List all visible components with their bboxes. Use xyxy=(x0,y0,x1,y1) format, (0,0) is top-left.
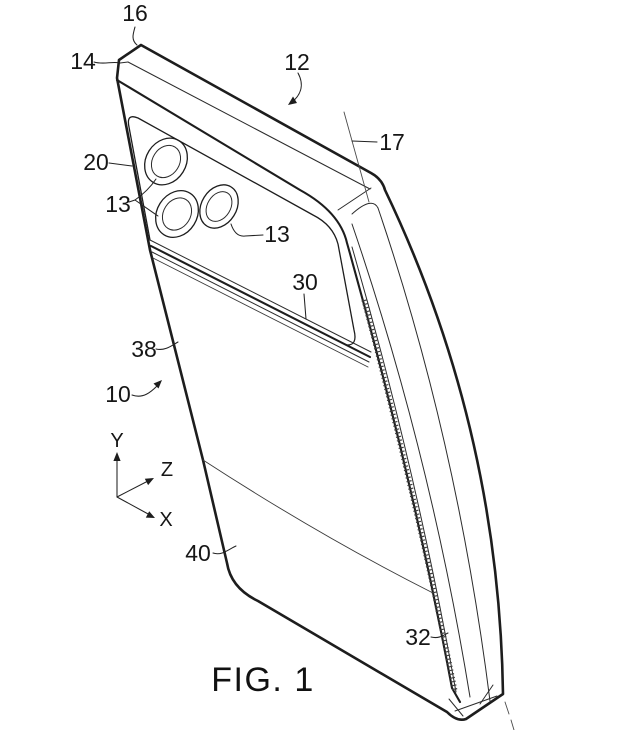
axis-z-label: Z xyxy=(161,459,173,481)
top-edge-chamfer-line xyxy=(127,61,371,190)
leader-line-38 xyxy=(155,341,179,350)
leader-line-13-upper-branch-b xyxy=(134,199,159,217)
axis-y-label: Y xyxy=(110,430,123,452)
fold-axis-phantom-dash-bottom-2 xyxy=(510,719,515,730)
ref-label-20: 20 xyxy=(83,149,109,175)
axis-y-arrowhead xyxy=(113,452,121,461)
camera-lens-top xyxy=(143,137,189,186)
axis-x-label: X xyxy=(159,509,172,531)
leader-line-17 xyxy=(351,140,378,143)
coordinate-axes: Y Z X xyxy=(110,430,173,531)
ref-label-30: 30 xyxy=(292,269,318,295)
camera-lens-middle xyxy=(154,190,200,238)
camera-lens-middle-outer-ring xyxy=(154,190,200,238)
ref-label-38: 38 xyxy=(131,336,157,362)
fold-axis-phantom-dash-bottom-1 xyxy=(504,701,510,715)
leader-line-14 xyxy=(93,61,121,64)
rear-cover-split-line xyxy=(202,459,434,594)
figure-caption: FIG. 1 xyxy=(211,661,314,699)
back-panel-top-boundary xyxy=(115,78,462,704)
hinge-hatch-strip xyxy=(361,299,458,692)
ref-label-13-lower: 13 xyxy=(264,221,290,247)
leader-line-20 xyxy=(108,162,133,167)
ref-label-12: 12 xyxy=(284,49,310,75)
leader-line-13-lower xyxy=(230,223,264,237)
axis-z-arrowhead xyxy=(144,478,154,486)
leader-line-10-arrow xyxy=(131,385,158,397)
hinge-strip-inner-line xyxy=(351,246,457,693)
ref-label-13-upper: 13 xyxy=(105,191,131,217)
leader-line-30 xyxy=(303,293,307,320)
arrowhead-12 xyxy=(288,96,297,105)
ref-label-16: 16 xyxy=(122,0,148,26)
bottom-tip-facet-line-1 xyxy=(448,698,464,717)
ref-label-10: 10 xyxy=(105,381,131,407)
side-face-line-1 xyxy=(351,223,471,698)
bottom-end-cap-line xyxy=(454,695,498,712)
deck-step-line-2 xyxy=(149,244,372,359)
corner-chamfer-line-2 xyxy=(351,202,379,215)
top-left-bevel-line xyxy=(119,61,129,64)
leader-line-13-upper-branch-a xyxy=(134,178,157,201)
camera-lens-middle-inner-ring xyxy=(161,197,193,231)
axis-x-line xyxy=(116,496,151,516)
camera-lens-top-outer-ring xyxy=(143,137,189,186)
deck-step-line-3 xyxy=(151,251,370,363)
camera-lens-top-inner-ring xyxy=(150,144,182,179)
ref-label-40: 40 xyxy=(185,540,211,566)
leader-line-16 xyxy=(132,26,138,46)
camera-lens-right-outer-ring xyxy=(199,184,239,229)
deck-step-line-4 xyxy=(152,257,369,368)
axis-z-line xyxy=(116,480,149,498)
camera-lens-right-inner-ring xyxy=(205,191,233,222)
leader-line-32 xyxy=(430,632,449,639)
camera-deck-outline xyxy=(127,116,356,346)
corner-chamfer-line-1 xyxy=(337,187,372,211)
ref-label-17: 17 xyxy=(379,129,405,155)
leader-line-40 xyxy=(212,545,237,555)
deck-step-line-1 xyxy=(149,239,372,353)
ref-label-32: 32 xyxy=(405,624,431,650)
fold-axis-phantom-line-top xyxy=(343,111,370,203)
axis-x-arrowhead xyxy=(145,511,155,518)
ref-label-14: 14 xyxy=(70,48,96,74)
side-face-line-2 xyxy=(377,207,491,702)
arrowhead-10 xyxy=(153,380,162,389)
camera-lens-right xyxy=(199,184,239,229)
phone-silhouette xyxy=(115,43,505,721)
leader-line-13-upper-stem xyxy=(128,199,136,203)
